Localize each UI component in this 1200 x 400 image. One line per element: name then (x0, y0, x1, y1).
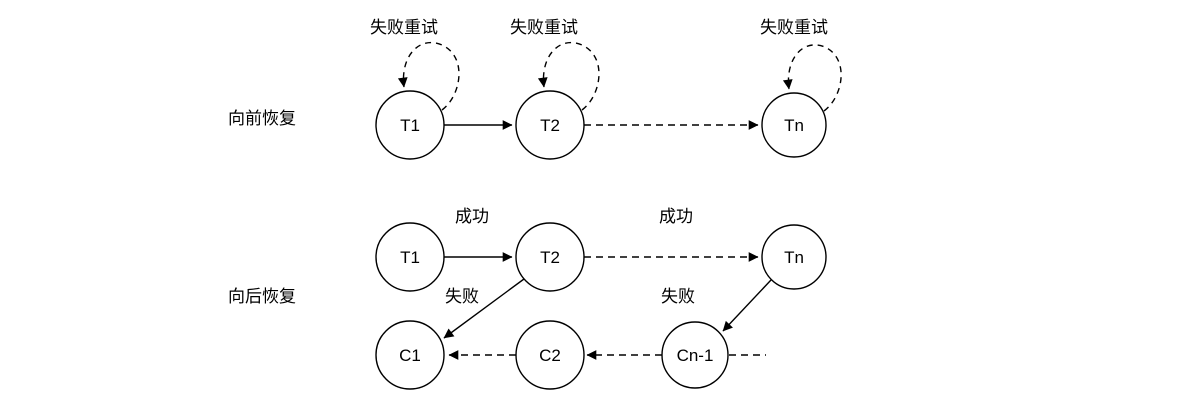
node-tn-backward-label: Tn (784, 248, 804, 267)
node-c1: C1 (375, 320, 445, 390)
node-t1-forward-circle (375, 90, 445, 160)
backward-recovery-section: 向后恢复 成功 成功 失败 失败 T1 T2 (228, 207, 827, 390)
node-tn-forward: Tn (761, 92, 827, 158)
node-t2-backward: T2 (515, 222, 585, 292)
node-tn-backward-circle (761, 224, 827, 290)
node-cn1-label: Cn-1 (677, 346, 714, 365)
retry-label-tn: 失败重试 (760, 18, 828, 37)
node-tn-backward: Tn (761, 224, 827, 290)
self-loop-arrow-t1-forward (397, 41, 460, 111)
self-loop-arrow-t2-forward (537, 41, 600, 111)
retry-label-t2: 失败重试 (510, 18, 578, 37)
node-c1-circle (375, 320, 445, 390)
node-t2-forward-circle (515, 90, 585, 160)
edge-tn-cn1-failure (722, 279, 772, 332)
success-label-t2-tn: 成功 (659, 207, 693, 226)
node-t1-backward: T1 (375, 222, 445, 292)
node-t2-backward-circle (515, 222, 585, 292)
fail-label-tn-cn1: 失败 (661, 287, 695, 306)
node-t1-backward-label: T1 (400, 248, 420, 267)
edge-t2-c1-failure (443, 278, 525, 339)
backward-recovery-row-label: 向后恢复 (228, 287, 296, 306)
node-c2-label: C2 (539, 346, 561, 365)
node-t2-forward: T2 (515, 90, 585, 160)
node-t1-forward-label: T1 (400, 116, 420, 135)
node-c2-circle (515, 320, 585, 390)
node-cn1-circle (661, 321, 729, 389)
node-cn1: Cn-1 (661, 321, 729, 389)
node-t2-backward-label: T2 (540, 248, 560, 267)
forward-recovery-row-label: 向前恢复 (228, 109, 296, 128)
retry-label-t1: 失败重试 (370, 18, 438, 37)
fail-label-t2-c1: 失败 (445, 287, 479, 306)
node-c1-label: C1 (399, 346, 421, 365)
node-tn-forward-label: Tn (784, 116, 804, 135)
node-t1-backward-circle (375, 222, 445, 292)
node-tn-forward-circle (761, 92, 827, 158)
node-t2-forward-label: T2 (540, 116, 560, 135)
node-c2: C2 (515, 320, 585, 390)
self-loop-arrow-tn-forward (782, 44, 842, 112)
node-t1-forward: T1 (375, 90, 445, 160)
forward-recovery-section: 向前恢复 失败重试 失败重试 失败重试 T1 T2 Tn (228, 18, 842, 160)
success-label-t1-t2: 成功 (455, 207, 489, 226)
